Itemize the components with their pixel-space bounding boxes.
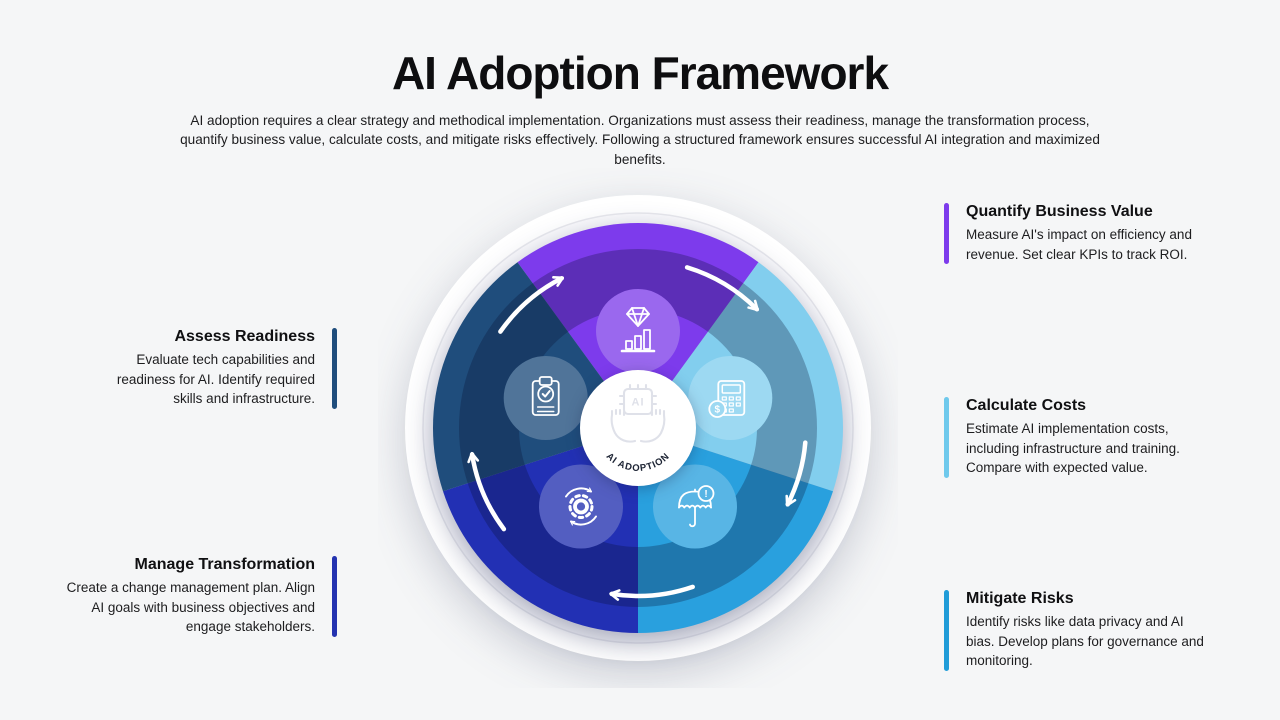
callout-mitigate-risks: Mitigate Risks Identify risks like data … (944, 590, 1206, 671)
center-hub (580, 370, 696, 486)
accent-bar (332, 556, 337, 637)
chip-label: AI (632, 397, 645, 409)
bubble-manage (539, 464, 623, 549)
accent-bar (944, 203, 949, 264)
page-title: AI Adoption Framework (391, 47, 889, 99)
accent-bar (332, 328, 337, 409)
dollar-glyph: $ (715, 405, 721, 416)
adoption-cycle-diagram: $ ! (378, 168, 898, 688)
callout-title: Manage Transformation (134, 556, 315, 573)
callout-title: Mitigate Risks (966, 590, 1074, 607)
accent-bar (944, 397, 949, 478)
gear-cycle-icon (565, 487, 597, 526)
callout-title: Assess Readiness (174, 328, 315, 345)
arrow-assess-to-quantify (498, 276, 565, 334)
alert-glyph: ! (704, 489, 707, 500)
calculator-dollar-icon: $ (708, 380, 746, 418)
arrow-quantify-to-calculate (684, 265, 760, 312)
bubble-calculate (688, 356, 773, 440)
arrow-mitigate-to-manage (609, 584, 695, 601)
cycle-track-ring (459, 249, 817, 607)
callout-quantify-business-value: Quantify Business Value Measure AI's imp… (944, 203, 1198, 264)
page-description: AI adoption requires a clear strategy an… (180, 113, 1100, 167)
callout-body: Measure AI's impact on efficiency and re… (966, 227, 1192, 262)
callout-title: Calculate Costs (966, 397, 1087, 414)
callout-assess-readiness: Assess Readiness Evaluate tech capabilit… (90, 328, 337, 409)
umbrella-alert-icon: ! (678, 485, 715, 528)
arrow-calculate-to-mitigate (785, 440, 808, 507)
hands-holding-ai-chip-icon: AI (610, 383, 666, 443)
callout-title: Quantify Business Value (966, 203, 1153, 220)
callout-body: Identify risks like data privacy and AI … (966, 614, 1204, 668)
arrow-manage-to-assess (467, 451, 507, 532)
callout-body: Create a change management plan. Align A… (66, 580, 315, 634)
callout-body: Evaluate tech capabilities and readiness… (116, 352, 315, 406)
clipboard-check-icon (531, 376, 560, 416)
callout-manage-transformation: Manage Transformation Create a change ma… (65, 556, 337, 637)
bubble-assess (503, 356, 588, 440)
accent-bar (944, 590, 949, 671)
diamond-growth-chart-icon (620, 307, 656, 353)
bubble-quantify (596, 289, 680, 373)
callout-calculate-costs: Calculate Costs Estimate AI implementati… (944, 397, 1206, 478)
callout-body: Estimate AI implementation costs, includ… (966, 421, 1180, 475)
